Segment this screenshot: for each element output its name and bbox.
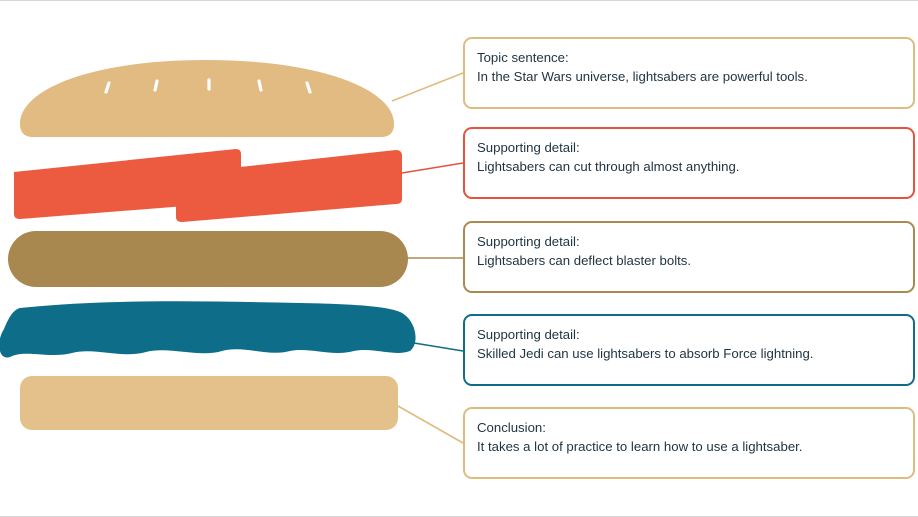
connector-line-detail-1 [401, 162, 464, 174]
box-text: Skilled Jedi can use lightsabers to abso… [477, 346, 814, 361]
supporting-detail-3-box: Supporting detail: Skilled Jedi can use … [463, 314, 915, 386]
box-heading: Topic sentence: [477, 50, 569, 65]
box-heading: Supporting detail: [477, 327, 580, 342]
box-text: Lightsabers can deflect blaster bolts. [477, 253, 692, 268]
supporting-detail-2-box: Supporting detail: Lightsabers can defle… [463, 221, 915, 293]
sesame-seed [153, 79, 159, 92]
connector-line-topic [391, 72, 464, 102]
supporting-detail-1-box: Supporting detail: Lightsabers can cut t… [463, 127, 915, 199]
lettuce [0, 301, 416, 358]
conclusion-box: Conclusion: It takes a lot of practice t… [463, 407, 915, 479]
box-text: In the Star Wars universe, lightsabers a… [477, 69, 808, 84]
tomato-slices [14, 149, 402, 222]
sesame-seed [305, 81, 312, 94]
connector-line-conclusion [397, 405, 464, 444]
bottom-bun [20, 376, 398, 430]
box-text: It takes a lot of practice to learn how … [477, 439, 803, 454]
tomato-slice-right [176, 150, 402, 222]
patty [8, 231, 408, 287]
sesame-seed [104, 81, 111, 94]
top-bun [20, 60, 394, 137]
sesame-seed [257, 79, 263, 92]
topic-sentence-box: Topic sentence: In the Star Wars univers… [463, 37, 915, 109]
box-heading: Supporting detail: [477, 234, 580, 249]
box-heading: Conclusion: [477, 420, 546, 435]
connector-line-detail-3 [413, 342, 464, 352]
box-heading: Supporting detail: [477, 140, 580, 155]
box-text: Lightsabers can cut through almost anyth… [477, 159, 740, 174]
sesame-seeds [104, 78, 312, 94]
